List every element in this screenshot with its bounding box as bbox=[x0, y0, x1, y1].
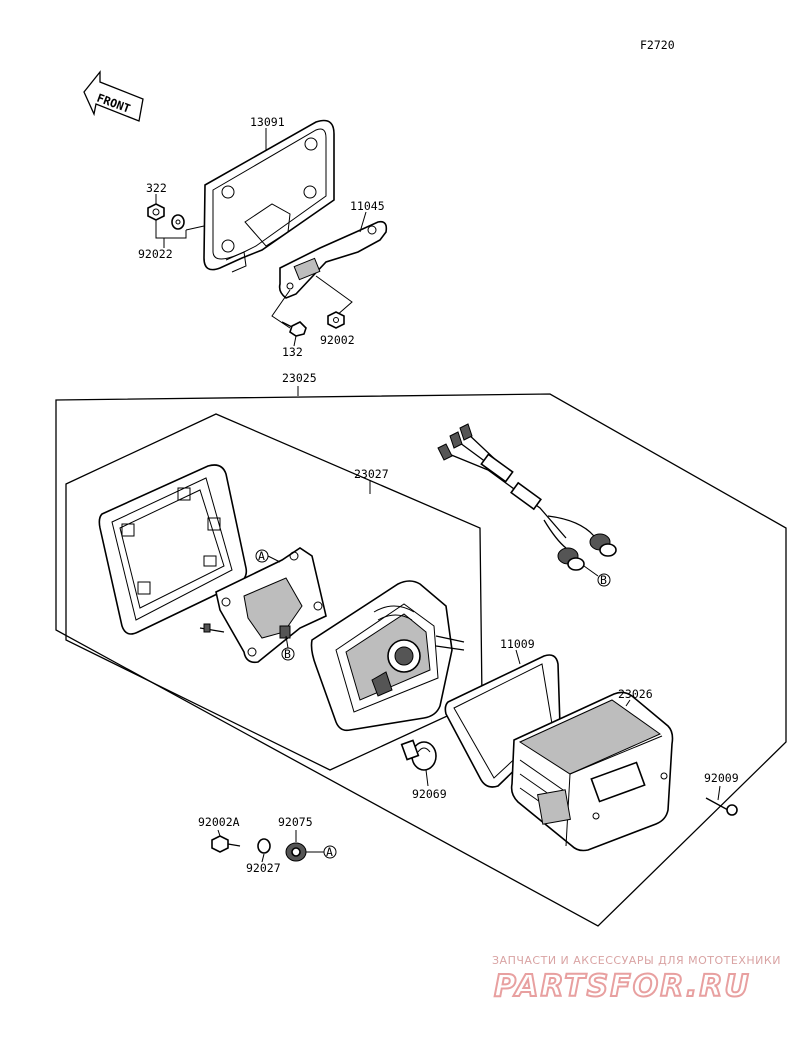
part-number-92027: 92027 bbox=[246, 861, 281, 875]
callout-b2-marker bbox=[597, 573, 611, 587]
tail-lens-23026 bbox=[510, 691, 674, 852]
bolt-132 bbox=[281, 321, 307, 337]
part-number-23026: 23026 bbox=[618, 687, 653, 701]
nut-92002 bbox=[327, 311, 345, 329]
figure-code: F2720 bbox=[640, 38, 675, 52]
watermark-tagline: ЗАПЧАСТИ И АКСЕССУАРЫ ДЛЯ МОТОТЕХНИКИ bbox=[492, 954, 781, 967]
wiring-harness bbox=[437, 423, 617, 571]
callout-a2-label: A bbox=[326, 845, 333, 859]
callout-b-label: B bbox=[284, 647, 291, 661]
callout-b2-label: B bbox=[600, 573, 607, 587]
part-number-92002: 92002 bbox=[320, 333, 355, 347]
grommet-92075 bbox=[285, 842, 307, 862]
part-number-13091: 13091 bbox=[250, 115, 285, 129]
part-number-92002A: 92002A bbox=[198, 815, 240, 829]
license-bracket bbox=[203, 119, 335, 273]
part-number-23025: 23025 bbox=[282, 371, 317, 385]
part-number-23027: 23027 bbox=[354, 467, 389, 481]
part-number-92075: 92075 bbox=[278, 815, 313, 829]
part-number-132: 132 bbox=[282, 345, 303, 359]
lens-frame bbox=[98, 464, 248, 635]
part-number-322: 322 bbox=[146, 181, 167, 195]
washer-92022 bbox=[171, 214, 185, 230]
part-number-11009: 11009 bbox=[500, 637, 535, 651]
part-number-11045: 11045 bbox=[350, 199, 385, 213]
bulb-92069 bbox=[400, 739, 437, 771]
watermark-logo: PARTSFOR.RU bbox=[494, 969, 751, 1004]
socket-plate bbox=[215, 547, 327, 664]
bracket-11045 bbox=[278, 220, 388, 299]
front-label: FRONT bbox=[95, 91, 132, 116]
lamp-housing bbox=[310, 580, 465, 732]
screw-92009 bbox=[705, 797, 738, 816]
assembly-box-23025 bbox=[55, 393, 787, 927]
callout-a2-marker bbox=[323, 845, 337, 859]
nut-322 bbox=[147, 203, 165, 221]
part-number-92069: 92069 bbox=[412, 787, 447, 801]
collar-92027 bbox=[257, 838, 271, 854]
nut-92002A bbox=[211, 835, 241, 853]
plate-screw bbox=[199, 623, 225, 633]
part-number-92009: 92009 bbox=[704, 771, 739, 785]
front-arrow: FRONT bbox=[83, 70, 144, 122]
part-number-92022: 92022 bbox=[138, 247, 173, 261]
callout-a-label: A bbox=[258, 549, 265, 563]
